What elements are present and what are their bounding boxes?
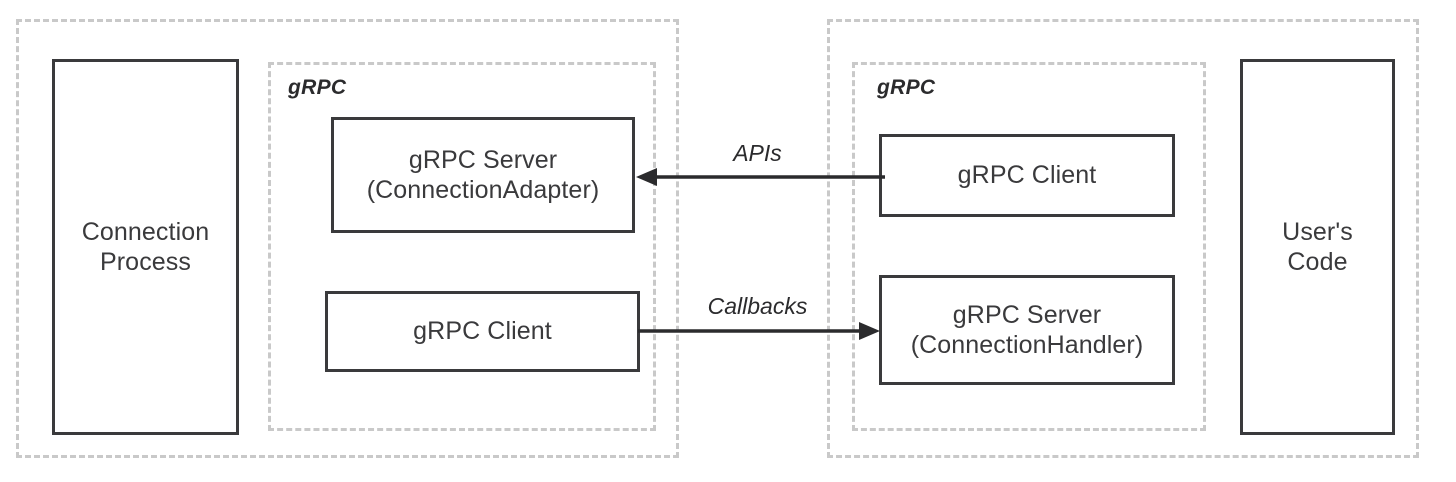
callbacks-arrow [638,322,880,340]
left-grpc-boundary [268,62,656,431]
right-grpc-boundary [852,62,1206,431]
grpc-client-right-label: gRPC Client [957,161,1097,190]
connection-process-label: Connection Process [81,217,210,277]
left-grpc-zone-label: gRPC [288,76,347,99]
callbacks-connection-label: Callbacks [707,293,808,319]
users-code-label: User's Code [1282,217,1353,277]
grpc-server-connection-handler-label: gRPC Server (ConnectionHandler) [910,300,1144,360]
apis-arrow [636,168,885,186]
right-user-boundary [827,19,1419,458]
right-grpc-zone-label: gRPC [877,76,936,99]
grpc-client-right-box[interactable]: gRPC Client [879,134,1175,217]
grpc-client-left-label: gRPC Client [413,317,552,346]
apis-connection-label: APIs [733,140,782,166]
left-process-boundary [16,19,679,458]
grpc-server-connection-handler-box[interactable]: gRPC Server (ConnectionHandler) [879,275,1175,385]
grpc-client-left-box[interactable]: gRPC Client [325,291,640,372]
grpc-server-connection-adapter-box[interactable]: gRPC Server (ConnectionAdapter) [331,117,635,233]
connection-process-box[interactable]: Connection Process [52,59,239,435]
grpc-server-connection-adapter-label: gRPC Server (ConnectionAdapter) [366,145,600,205]
users-code-box[interactable]: User's Code [1240,59,1395,435]
